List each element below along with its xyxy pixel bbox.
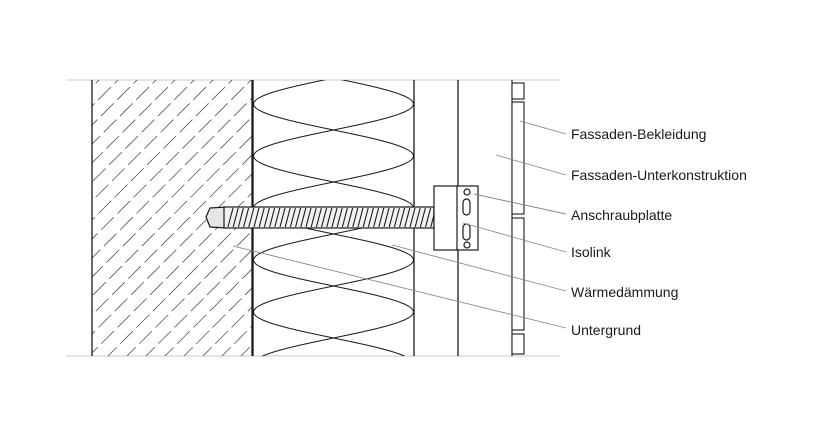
leader-untergrund — [232, 245, 567, 329]
section-guide-lines — [66, 79, 560, 357]
leader-isolink — [462, 222, 567, 253]
label-fassaden-bekleidung: Fassaden-Bekleidung — [571, 126, 706, 142]
leader-lines — [232, 120, 567, 329]
label-isolink: Isolink — [571, 244, 612, 260]
label-untergrund: Untergrund — [571, 322, 641, 338]
leader-fassaden-bekleidung — [519, 120, 567, 135]
leader-anschraubplatte — [473, 193, 567, 215]
leader-waermedaemmung — [391, 244, 567, 292]
label-waermedaemmung: Wärmedämmung — [571, 284, 678, 300]
anschraubplatte-plate — [433, 185, 479, 251]
leader-fassaden-unterkonstruktion — [495, 154, 567, 176]
fassaden-bekleidung-cladding — [511, 80, 525, 356]
label-anschraubplatte: Anschraubplatte — [571, 207, 672, 223]
isolink-threaded-rod — [205, 206, 461, 229]
labels: Fassaden-Bekleidung Fassaden-Unterkonstr… — [571, 126, 747, 338]
label-fassaden-unterkonstruktion: Fassaden-Unterkonstruktion — [571, 167, 747, 183]
